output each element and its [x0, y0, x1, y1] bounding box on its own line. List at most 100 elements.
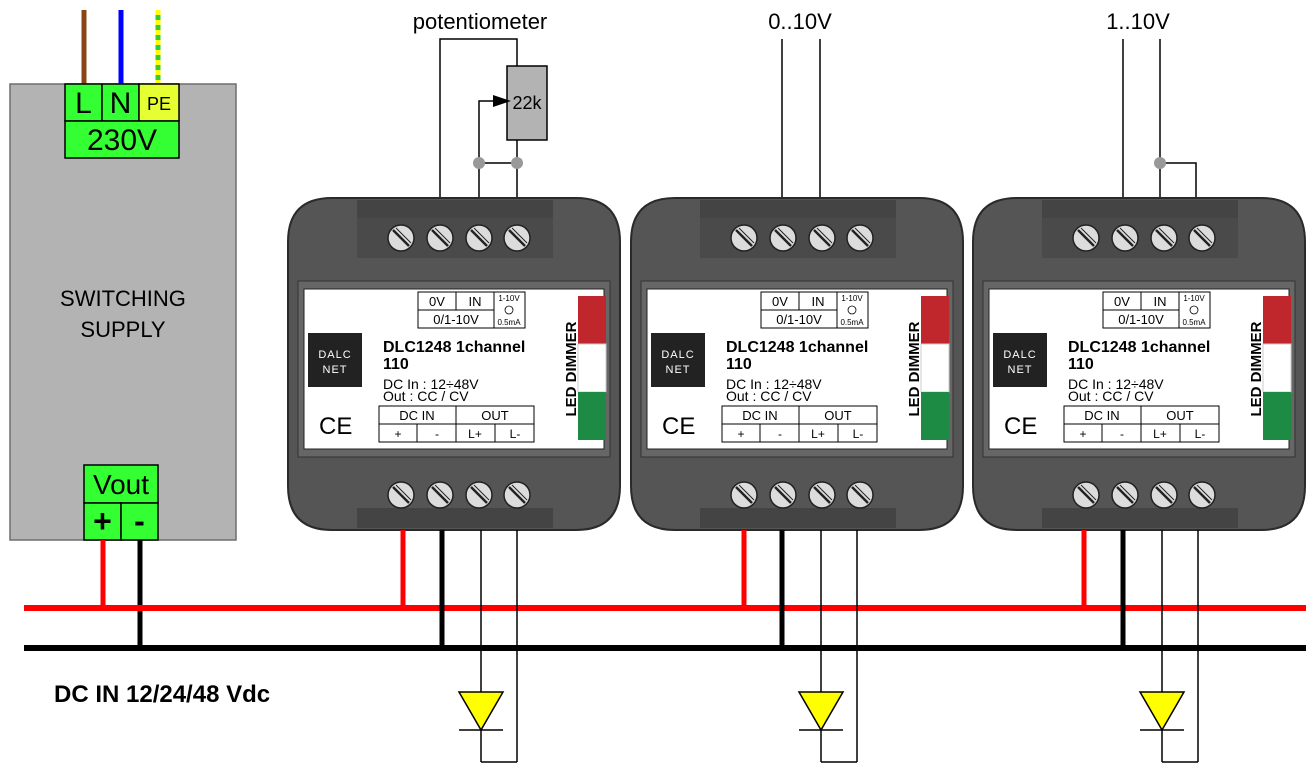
screw-icon [807, 480, 837, 510]
pot-junction-right [511, 157, 523, 169]
model-line1: DLC1248 1channel [1068, 339, 1210, 356]
io-minus: - [1120, 427, 1124, 441]
ce-mark: CE [1004, 413, 1037, 440]
model-line1: DLC1248 1channel [383, 339, 525, 356]
dial-icon [504, 305, 514, 315]
potentiometer-label: potentiometer [413, 9, 548, 34]
screw-icon [425, 480, 455, 510]
logo-block [308, 333, 362, 387]
spec-line2: Out : CC / CV [1068, 388, 1154, 404]
ctrl-spec-bottom: 0.5mA [1182, 318, 1206, 327]
dimmer-bottom-band [700, 508, 896, 528]
model-line2: 110 [383, 356, 409, 373]
ctrl-0v: 0V [429, 294, 445, 309]
io-lplus: L+ [468, 427, 482, 441]
screw-icon [1110, 480, 1140, 510]
ctrl-range: 0/1-10V [1118, 312, 1164, 327]
bus-label: DC IN 12/24/48 Vdc [54, 681, 270, 708]
io-lminus: L- [510, 427, 521, 441]
logo-block [993, 333, 1047, 387]
screw-icon [1187, 480, 1217, 510]
screw-icon [1187, 223, 1217, 253]
dial-icon [1189, 305, 1199, 315]
ctrl-spec-box [836, 291, 869, 329]
spec-line2: Out : CC / CV [383, 388, 469, 404]
screw-icon [1071, 480, 1101, 510]
flag-green [921, 392, 949, 440]
pot-wire-0v [439, 38, 518, 206]
led-2 [797, 691, 845, 732]
mains-terminal-PE [138, 83, 180, 122]
logo-line2: NET [1008, 364, 1033, 376]
io-out: OUT [1166, 408, 1194, 423]
spec-line1: DC In : 12÷48V [726, 376, 822, 392]
screw-icon [386, 223, 416, 253]
ctrl-spec-bottom: 0.5mA [497, 318, 521, 327]
supply-label-line1: SWITCHING [60, 286, 186, 311]
control-1-10v: 1..10V [1106, 9, 1197, 206]
io-lplus: L+ [811, 427, 825, 441]
supply-body [9, 83, 237, 541]
vout-plus-terminal [83, 502, 122, 541]
dimmer-bottom-band [1042, 508, 1238, 528]
pot-junction-left [473, 157, 485, 169]
screw-icon [425, 223, 455, 253]
screw-icon [502, 223, 532, 253]
flag-green [578, 392, 606, 440]
ctrl-range: 0/1-10V [776, 312, 822, 327]
flag-red [578, 296, 606, 344]
dimmer-top-band [357, 200, 553, 220]
control-potentiometer: potentiometer 22k [413, 9, 548, 206]
pot-wiper-arrow [493, 95, 511, 107]
logo-line1: DALC [318, 349, 351, 361]
mains-N-label: N [110, 87, 132, 120]
io-minus: - [435, 427, 439, 441]
switching-supply: L N PE 230V SWITCHING SUPPLY Vout + - [9, 83, 237, 541]
dial-icon [847, 305, 857, 315]
logo-block [651, 333, 705, 387]
logo-line1: DALC [1003, 349, 1036, 361]
supply-label-line2: SUPPLY [80, 317, 166, 342]
io-dc-in: DC IN [742, 408, 777, 423]
model-line1: DLC1248 1channel [726, 339, 868, 356]
pot-wiper-wire [478, 100, 493, 206]
ctrl-spec-top: 1-10V [1183, 294, 1205, 303]
io-lplus: L+ [1153, 427, 1167, 441]
io-plus: + [394, 427, 401, 441]
screw-icon [729, 223, 759, 253]
io-lminus: L- [1195, 427, 1206, 441]
potentiometer-body [506, 65, 548, 141]
ctrl-spec-top: 1-10V [498, 294, 520, 303]
screw-icon [807, 223, 837, 253]
led-1 [457, 691, 505, 732]
ctrl-range: 0/1-10V [433, 312, 479, 327]
screw-icon [845, 480, 875, 510]
ctrl-in: IN [812, 294, 825, 309]
io-minus: - [778, 427, 782, 441]
screw-icon [386, 480, 416, 510]
spec-line1: DC In : 12÷48V [1068, 376, 1164, 392]
ctrl-spec-bottom: 0.5mA [840, 318, 864, 327]
screw-icon [1110, 223, 1140, 253]
flag-white [1262, 343, 1292, 393]
v110-bridge-wire [1160, 162, 1197, 206]
side-label: LED DIMMER [563, 321, 580, 416]
spec-line1: DC In : 12÷48V [383, 376, 479, 392]
mains-terminal-L [64, 83, 103, 122]
io-plus: + [1079, 427, 1086, 441]
mains-wires [81, 10, 161, 86]
v010-label: 0..10V [768, 9, 832, 34]
v110-junction [1154, 157, 1166, 169]
flag-red [1263, 296, 1291, 344]
dc-bus [24, 540, 1306, 651]
screw-icon [464, 223, 494, 253]
ctrl-in: IN [1154, 294, 1167, 309]
screw-icon [768, 223, 798, 253]
ctrl-in: IN [469, 294, 482, 309]
dimmer-1: 0V IN 0/1-10V 1-10V 0.5mA DALC NET DLC12… [287, 197, 621, 531]
spec-line2: Out : CC / CV [726, 388, 812, 404]
ce-mark: CE [662, 413, 695, 440]
vout-minus-terminal [120, 502, 159, 541]
screw-icon [1149, 480, 1179, 510]
led-diode-icon [797, 691, 845, 732]
